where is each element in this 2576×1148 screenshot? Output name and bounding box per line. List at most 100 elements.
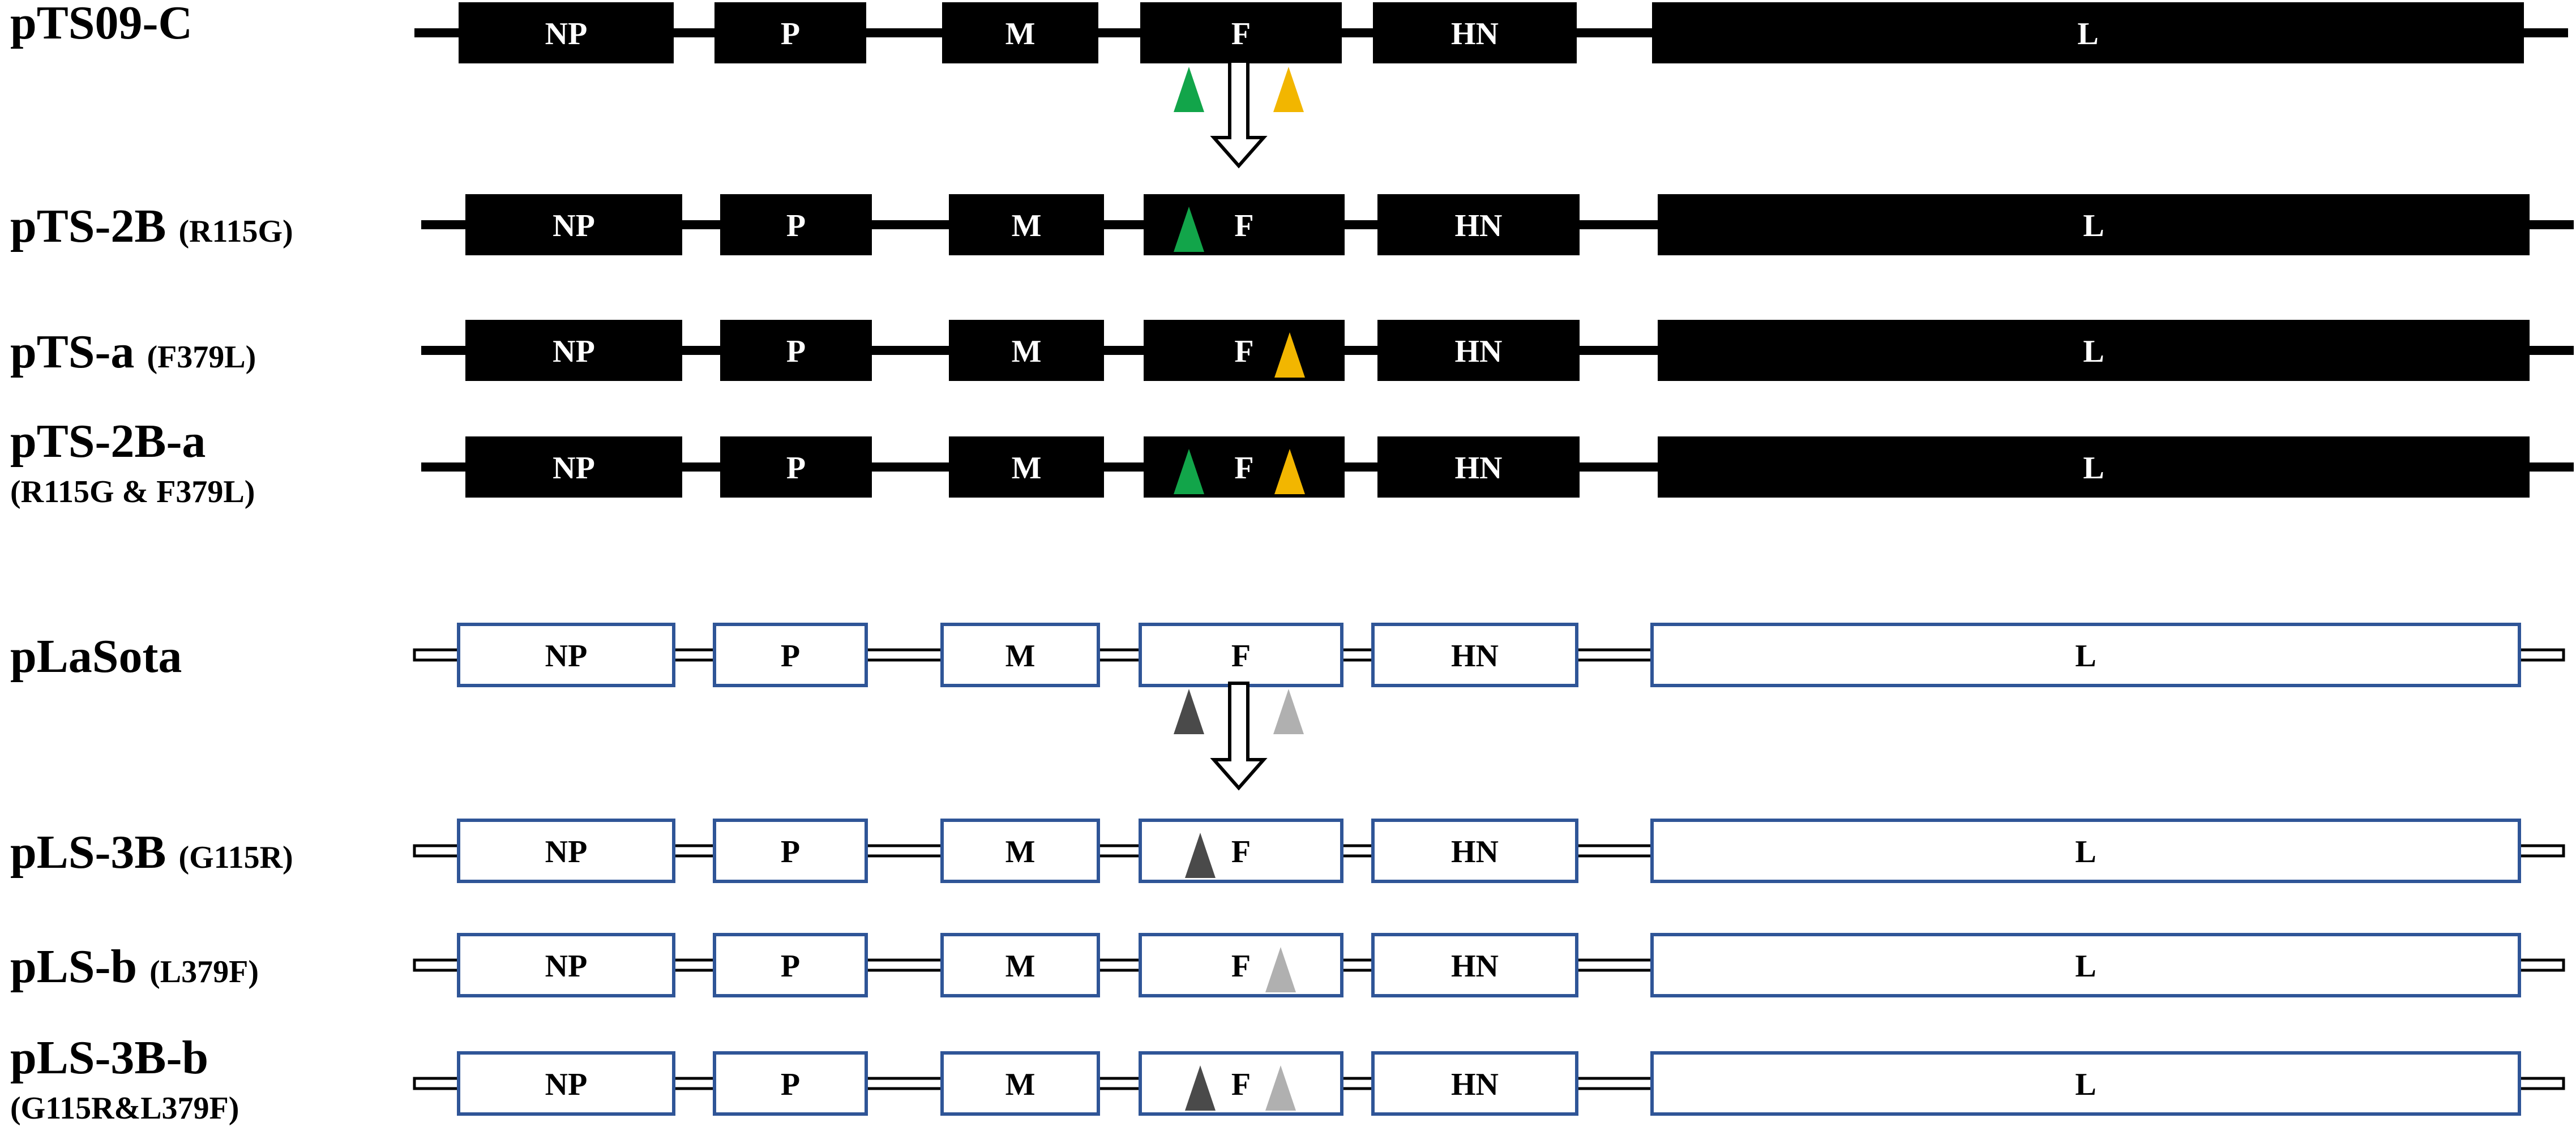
mutation-marker-green <box>1174 67 1204 112</box>
gene-box-F <box>1139 933 1343 997</box>
gene-box-M <box>942 2 1098 63</box>
connector-line <box>2518 958 2565 972</box>
construct-title: pLS-3B <box>10 826 166 879</box>
connector-line <box>413 648 460 662</box>
mutation-marker-light_gray <box>1265 947 1296 992</box>
connector-line <box>2518 1077 2565 1090</box>
connector-line <box>672 958 716 972</box>
gene-label-P: P <box>781 949 800 984</box>
connector-line <box>2530 462 2574 472</box>
gene-label-HN: HN <box>1455 451 1503 486</box>
connector-line <box>872 220 949 229</box>
connector-line <box>1575 648 1654 662</box>
mutation-marker-dark_gray <box>1174 689 1204 734</box>
gene-box-HN <box>1377 436 1580 498</box>
mutation-marker-light_gray <box>1273 689 1304 734</box>
gene-box-L <box>1658 194 2530 255</box>
gene-box-P <box>713 819 868 883</box>
connector-line <box>1575 1077 1654 1090</box>
connector-line <box>1575 958 1654 972</box>
gene-label-NP: NP <box>553 334 595 369</box>
gene-label-M: M <box>1005 949 1035 984</box>
connector-line <box>682 462 720 472</box>
gene-box-L <box>1652 2 2524 63</box>
connector-line <box>1098 28 1140 37</box>
gene-box-HN <box>1377 194 1580 255</box>
gene-box-P <box>713 623 868 687</box>
gene-label-M: M <box>1005 1067 1035 1102</box>
gene-box-M <box>949 436 1104 498</box>
connector-line <box>1097 958 1142 972</box>
gene-label-HN: HN <box>1451 834 1499 869</box>
gene-box-L <box>1650 623 2521 687</box>
mutation-label: (R115G) <box>178 214 293 249</box>
gene-label-NP: NP <box>545 949 588 984</box>
gene-label-P: P <box>781 834 800 869</box>
gene-label-F: F <box>1231 1067 1251 1102</box>
connector-line <box>1340 958 1375 972</box>
connector-line <box>1097 648 1142 662</box>
gene-label-P: P <box>781 1067 800 1102</box>
gene-label-F: F <box>1234 451 1253 486</box>
connector-line <box>2524 28 2568 37</box>
gene-box-HN <box>1371 623 1578 687</box>
gene-label-L: L <box>2083 208 2104 243</box>
mutation-label: (G115R&L379F) <box>10 1091 239 1126</box>
construct-title: pLS-b <box>10 940 137 993</box>
connector-line <box>1340 1077 1375 1090</box>
connector-line <box>672 844 716 858</box>
construct-title: pLaSota <box>10 630 182 683</box>
connector-line <box>2530 220 2574 229</box>
mutation-label: (F379L) <box>147 340 256 375</box>
mutation-marker-yellow <box>1274 332 1305 378</box>
gene-box-P <box>713 1051 868 1116</box>
gene-box-NP <box>465 320 682 381</box>
mutation-marker-dark_gray <box>1185 1065 1216 1111</box>
connector-line <box>1345 462 1377 472</box>
connector-line <box>1097 844 1142 858</box>
gene-label-HN: HN <box>1451 16 1499 52</box>
gene-label-L: L <box>2075 834 2096 869</box>
gene-box-HN <box>1373 2 1577 63</box>
connector-line <box>1340 844 1375 858</box>
connector-line <box>2530 346 2574 355</box>
connector-line <box>1097 1077 1142 1090</box>
gene-box-L <box>1658 320 2530 381</box>
gene-label-L: L <box>2083 451 2104 486</box>
construct-title: pTS09-C <box>10 0 192 49</box>
mutation-label: (L379F) <box>149 954 259 989</box>
connector-line <box>1580 346 1658 355</box>
connector-line <box>872 346 949 355</box>
connector-line <box>1580 462 1658 472</box>
mutation-marker-dark_gray <box>1185 833 1216 878</box>
connector-line <box>414 28 459 37</box>
gene-box-L <box>1658 436 2530 498</box>
connector-line <box>413 958 460 972</box>
gene-box-F <box>1139 623 1343 687</box>
connector-line <box>1104 346 1144 355</box>
gene-label-NP: NP <box>553 208 595 243</box>
gene-box-M <box>940 623 1100 687</box>
connector-line <box>865 844 944 858</box>
gene-box-L <box>1650 1051 2521 1116</box>
gene-box-F <box>1139 819 1343 883</box>
gene-label-NP: NP <box>545 639 588 674</box>
gene-box-NP <box>465 436 682 498</box>
mutation-marker-green <box>1174 207 1204 252</box>
gene-label-HN: HN <box>1455 334 1503 369</box>
mutation-marker-yellow <box>1274 449 1305 494</box>
connector-line <box>866 28 942 37</box>
gene-label-P: P <box>786 334 806 369</box>
gene-box-F <box>1140 2 1342 63</box>
gene-label-F: F <box>1231 834 1251 869</box>
connector-line <box>1340 648 1375 662</box>
gene-label-P: P <box>781 639 800 674</box>
gene-label-L: L <box>2083 334 2104 369</box>
gene-label-HN: HN <box>1455 208 1503 243</box>
connector-line <box>1580 220 1658 229</box>
gene-box-HN <box>1371 1051 1578 1116</box>
